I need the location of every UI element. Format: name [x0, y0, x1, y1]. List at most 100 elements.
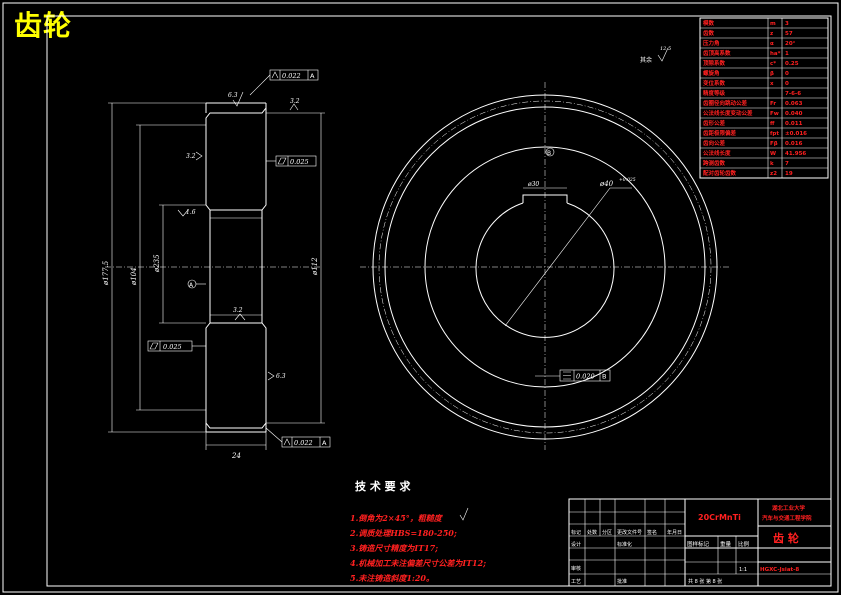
svg-text:A: A: [310, 72, 315, 80]
param-cell: 3: [785, 21, 789, 27]
param-cell: 齿数: [703, 29, 715, 37]
param-cell: k: [770, 161, 774, 167]
tech-req-line-4: 4.机械加工未注偏差尺寸公差为IT12;: [350, 558, 486, 568]
dim-bore-tol: +0.025: [619, 177, 636, 183]
param-cell: 齿向公差: [703, 139, 726, 147]
runout-icon-bottom: [283, 438, 291, 446]
param-cell: ±0.016: [785, 131, 807, 137]
svg-text:年月日: 年月日: [667, 529, 682, 536]
param-cell: 压力角: [703, 39, 720, 47]
svg-text:重量: 重量: [720, 540, 732, 548]
param-cell: m: [770, 21, 776, 27]
param-cell: z2: [770, 171, 777, 177]
roughness-mark-top-right: [289, 103, 299, 111]
runout-icon: [271, 71, 279, 79]
roughness-mark-bottom: [234, 313, 246, 321]
param-cell: 变位系数: [703, 79, 726, 87]
tech-req-heading: 技 术 要 求: [355, 479, 411, 493]
pitch-circle: [378, 100, 712, 434]
param-cell: z: [770, 31, 773, 37]
svg-text:比例: 比例: [738, 540, 750, 548]
symmetry-icon: [563, 371, 571, 380]
svg-text:3.2: 3.2: [290, 98, 300, 105]
flatness-icon: [277, 157, 287, 165]
dim-dia-hub: ø235: [153, 254, 161, 273]
tech-req-line-5: 5.未注铸造斜度1:20。: [350, 573, 434, 583]
svg-text:分区: 分区: [602, 529, 612, 536]
roughness-mark-bore: [177, 209, 189, 217]
bore-circle: [475, 202, 615, 338]
surface-note: 其余: [640, 56, 652, 64]
tech-req-line-2: 2.调质处理HBS=180-250;: [349, 528, 457, 538]
param-cell: 公法线长度变动公差: [703, 109, 753, 117]
param-cell: 配对齿轮齿数: [703, 169, 737, 177]
company-line-1: 湖北工业大学: [772, 504, 806, 512]
svg-text:3.2: 3.2: [233, 307, 243, 314]
param-cell: 跨测齿数: [703, 159, 726, 167]
param-cell: Fw: [770, 111, 779, 117]
technical-requirements: 技 术 要 求 1.倒角为2×45°，粗糙度 2.调质处理HBS=180-250…: [349, 479, 486, 583]
company-line-2: 汽车与交通工程学院: [762, 514, 812, 522]
tolerance-frame-bottom: 0.022 A: [265, 427, 331, 448]
param-cell: 0: [785, 71, 789, 77]
param-cell: fpt: [770, 131, 779, 137]
svg-text:A: A: [322, 439, 327, 447]
datum-b-label: B: [547, 150, 551, 157]
material: 20CrMnTi: [698, 513, 741, 522]
param-cell: 齿圈径向跳动公差: [703, 99, 748, 107]
roughness-mark-top: [232, 91, 244, 107]
param-cell: 19: [785, 171, 793, 177]
tech-req-line-3: 3.铸造尺寸精度为IT17;: [350, 543, 438, 553]
section-view: ø177.5 ø104 ø235 ø112 24 A 6.3 3.2 3.2 1…: [102, 69, 331, 460]
svg-text:更改文件号: 更改文件号: [617, 529, 642, 536]
param-cell: 0.25: [785, 61, 799, 67]
svg-text:签名: 签名: [647, 529, 657, 536]
tech-req-line-1: 1.倒角为2×45°，粗糙度: [350, 513, 444, 523]
svg-text:标记: 标记: [571, 529, 581, 536]
svg-text:1.6: 1.6: [186, 209, 196, 216]
svg-text:B: B: [602, 373, 606, 381]
param-cell: 0: [785, 81, 789, 87]
roughness-mark-face: [195, 151, 203, 161]
param-cell: 0.040: [785, 111, 803, 117]
front-view: ø40 +0.025 ø30 B 0.020 B 其余 12.5: [360, 46, 730, 450]
root-circle: [384, 106, 706, 428]
part-name: 齿 轮: [773, 531, 799, 545]
svg-text:工艺: 工艺: [571, 579, 581, 585]
param-cell: 7: [785, 161, 789, 167]
param-cell: Fr: [770, 101, 776, 107]
param-cell: c*: [770, 61, 776, 67]
dim-dia-root: ø104: [130, 267, 138, 286]
keyway: [522, 194, 568, 203]
param-cell: 精度等级: [703, 89, 726, 97]
drawing-number: HGXC-Jsiat-8: [760, 567, 799, 573]
svg-text:0.025: 0.025: [290, 158, 309, 166]
svg-text:标准化: 标准化: [617, 541, 632, 548]
param-cell: 57: [785, 31, 793, 37]
dim-bore: ø40: [599, 180, 614, 188]
svg-text:0.020: 0.020: [576, 373, 595, 381]
param-cell: 模数: [703, 19, 715, 27]
tolerance-frame-right: 0.025: [266, 155, 317, 167]
param-cell: Fβ: [770, 141, 778, 147]
param-cell: 0.016: [785, 141, 803, 147]
svg-text:6.3: 6.3: [276, 373, 286, 380]
svg-text:0.022: 0.022: [282, 72, 301, 80]
drawing-frame: [46, 15, 832, 587]
svg-text:6.3: 6.3: [228, 92, 238, 99]
param-cell: β: [770, 71, 774, 77]
sheet-info: 共 8 张 第 8 张: [688, 578, 722, 585]
param-cell: 20°: [785, 41, 796, 47]
svg-text:处数: 处数: [587, 529, 597, 536]
param-cell: 公法线长度: [703, 149, 731, 157]
roughness-mark-right: [267, 371, 275, 381]
tolerance-frame-top: 0.022 A: [249, 69, 319, 96]
param-cell: ha*: [770, 51, 781, 57]
param-cell: 齿距极限偏差: [703, 129, 737, 137]
svg-text:3.2: 3.2: [186, 153, 196, 160]
title-block: 标记 处数 分区 更改文件号 签名 年月日 设计 审核 工艺 标准化 批准 20…: [568, 498, 832, 587]
param-cell: 1: [785, 51, 789, 57]
